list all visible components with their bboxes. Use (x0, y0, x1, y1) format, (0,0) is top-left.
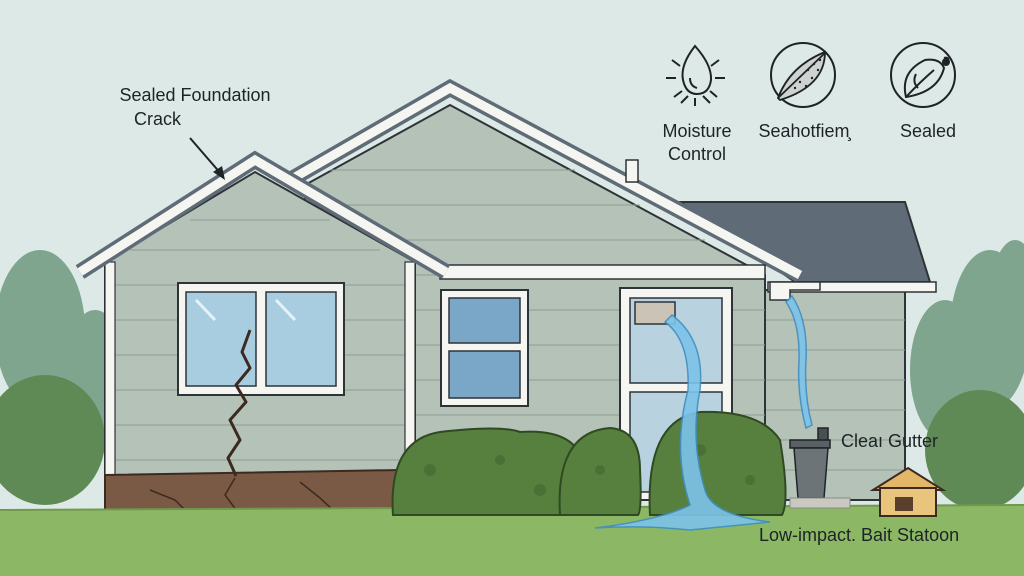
clean-gutter-label: Cleaı Gutter (841, 431, 939, 451)
background-shrubs (0, 375, 1024, 510)
bait-station (869, 466, 947, 517)
foundation-crack (226, 329, 252, 477)
foundation-label-line1: Sealed Foundation (119, 85, 271, 105)
gutter (767, 281, 937, 293)
foundation-label-arrow (189, 137, 223, 176)
left-window (177, 282, 345, 396)
vent-pipe (625, 159, 639, 183)
middle-window (440, 289, 529, 407)
trash-can (789, 427, 831, 499)
icon-label-moisture: Moisture Control (662, 121, 732, 164)
downspout-outlet (634, 301, 676, 325)
main-trim-band (439, 264, 766, 280)
sealant-icon (770, 42, 836, 108)
foundation-label-line2: Crack (134, 109, 182, 129)
gutter-water (785, 294, 813, 430)
gutter-spout (769, 281, 821, 301)
downspout-water (594, 314, 771, 531)
icon-label-sealant: Seahotfiem̧ (758, 121, 850, 141)
sealed-leaf-icon (890, 42, 956, 108)
bait-station-label: Low-impact. Bait Statoon (759, 525, 960, 545)
water-drop-icon (666, 44, 725, 106)
icon-label-sealed: Sealed (899, 121, 957, 141)
